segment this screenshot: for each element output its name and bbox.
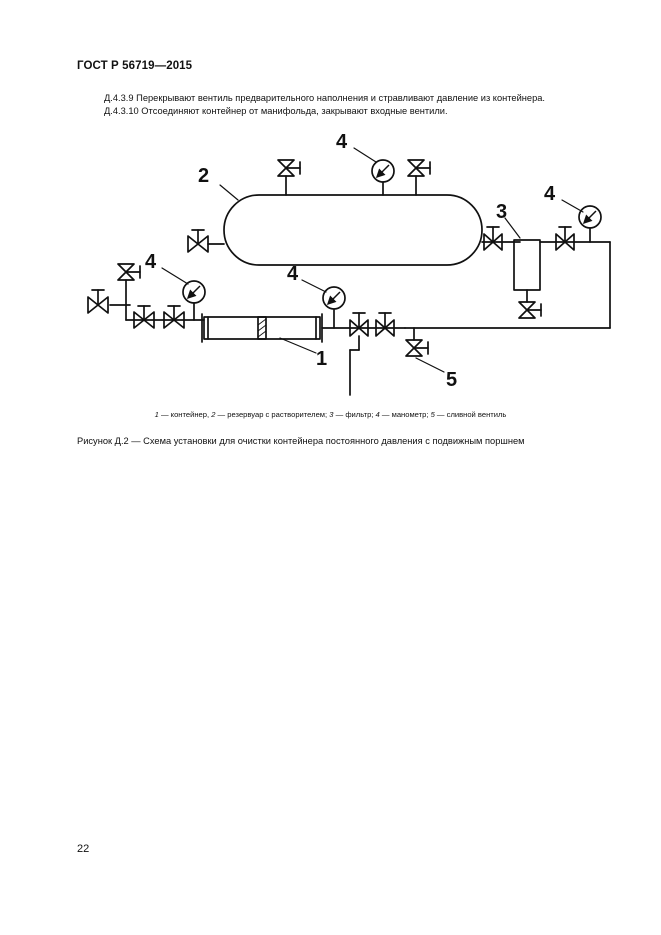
valve-filter-outlet	[555, 233, 575, 251]
legend-num-1: 1	[154, 410, 159, 419]
filter	[513, 239, 541, 291]
legend-text-1: контейнер,	[170, 410, 212, 419]
document-header: ГОСТ Р 56719—2015	[77, 60, 193, 72]
callout-3: 3	[496, 201, 507, 223]
valve-container-outlet-2	[375, 319, 395, 337]
valve-reservoir-right	[483, 233, 503, 251]
legend-text-5: сливной вентиль	[446, 410, 507, 419]
legend-text-3: фильтр;	[345, 410, 376, 419]
paragraph-d4310: Д.4.3.10 Отсоединяют контейнер от манифо…	[104, 106, 448, 116]
container-piston	[257, 316, 267, 340]
valve-manifold-inlet	[163, 311, 185, 329]
drain-valve	[405, 339, 423, 357]
valve-reservoir-top-right	[407, 159, 425, 177]
paragraph-d439: Д.4.3.9 Перекрывают вентиль предваритель…	[104, 93, 546, 103]
figure-caption: Рисунок Д.2 — Схема установки для очистк…	[77, 436, 525, 446]
callout-4-right: 4	[544, 183, 556, 205]
valve-manifold-mid	[133, 311, 155, 329]
legend-num-4: 4	[375, 410, 380, 419]
solvent-reservoir	[223, 194, 483, 266]
callout-2: 2	[198, 165, 209, 187]
callout-1: 1	[316, 348, 327, 370]
legend-text-2: резервуар с растворителем;	[227, 410, 330, 419]
page-number: 22	[77, 843, 90, 855]
figure-legend: 1 — контейнер, 2 — резервуар с растворит…	[154, 410, 507, 419]
legend-num-5: 5	[430, 410, 435, 419]
valve-manifold-upper	[117, 263, 135, 281]
pressure-gauge-top	[371, 159, 395, 183]
callout-4-left: 4	[145, 251, 157, 273]
valve-manifold-far-left	[87, 296, 109, 314]
legend-text-4: манометр;	[391, 410, 431, 419]
callout-4-middle: 4	[287, 263, 299, 285]
valve-reservoir-top-left	[277, 159, 295, 177]
pressure-gauge-middle	[322, 286, 346, 310]
valve-reservoir-left	[187, 235, 209, 253]
callout-4-top: 4	[336, 131, 348, 153]
valve-container-outlet-1	[349, 319, 369, 337]
pressure-gauge-left	[182, 280, 206, 304]
valve-filter-drain	[518, 301, 536, 319]
legend-num-2: 2	[211, 410, 216, 419]
legend-num-3: 3	[329, 410, 334, 419]
cleaning-setup-diagram: 2 4 3 4 4 4 1 5	[87, 131, 611, 396]
callout-5: 5	[446, 369, 457, 391]
pressure-gauge-right	[578, 205, 602, 229]
